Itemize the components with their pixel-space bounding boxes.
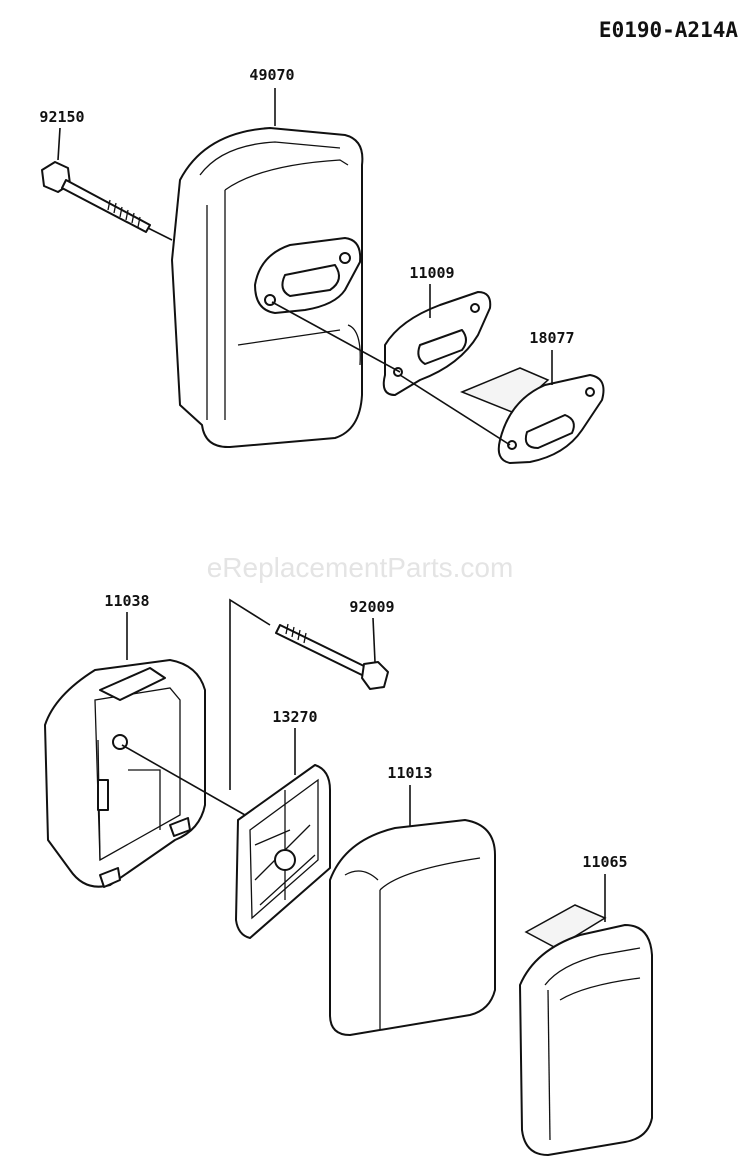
bolt-part-92009[interactable] <box>275 623 389 690</box>
bolt-part-92150[interactable] <box>41 161 151 233</box>
watermark: eReplacementParts.com <box>207 552 514 583</box>
part-label-92150: 92150 <box>39 108 84 126</box>
part-label-18077: 18077 <box>529 329 574 347</box>
alignment-line-base-element <box>121 744 246 816</box>
part-label-13270: 13270 <box>272 708 317 726</box>
muffler-part-49070[interactable] <box>171 127 364 449</box>
part-label-11013: 11013 <box>387 764 432 782</box>
plate-part-18077[interactable] <box>460 367 605 464</box>
part-label-49070: 49070 <box>249 66 294 84</box>
gasket-part-11009[interactable] <box>382 291 492 396</box>
alignment-line-92009 <box>229 598 271 790</box>
part-label-92009: 92009 <box>349 598 394 616</box>
part-label-11038: 11038 <box>104 592 149 610</box>
leader-line-92150 <box>57 127 61 161</box>
part-label-11065: 11065 <box>582 853 627 871</box>
element-part-13270[interactable] <box>235 764 331 939</box>
leader-line-92150-axis <box>147 227 173 241</box>
part-label-11009: 11009 <box>409 264 454 282</box>
air-cleaner-base-part-11038[interactable] <box>44 659 206 888</box>
alignment-line-gasket-plate <box>399 374 511 446</box>
leader-line-92009 <box>372 617 376 663</box>
filter-element-part-11013[interactable] <box>329 819 496 1036</box>
alignment-line-muffler-gasket <box>271 301 401 373</box>
cover-part-11065[interactable] <box>519 904 653 1156</box>
diagram-code: E0190-A214A <box>599 18 738 42</box>
